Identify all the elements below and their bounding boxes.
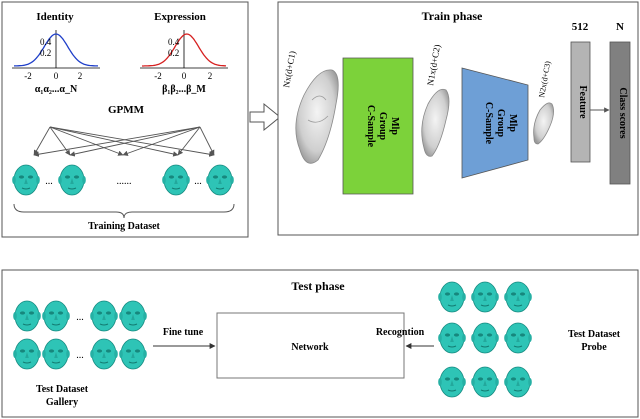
block-2-labels: Mlp Group C-Sample (483, 102, 518, 145)
identity-title: Identity (36, 11, 74, 23)
identity-params: α₁α₂...α_N (35, 84, 78, 95)
identity-tick-label: 0 (54, 71, 59, 81)
expression-tick-label: 0.2 (168, 48, 179, 58)
expression-tick-label: -2 (154, 71, 162, 81)
block-1-line: Group (377, 112, 388, 141)
identity-gaussian-curve (14, 33, 98, 67)
ellipsis: ... (45, 176, 53, 187)
gpmm-arrows (33, 126, 215, 157)
fine-tune-label: Fine tune (163, 327, 204, 338)
test-phase-title: Test phase (291, 279, 345, 293)
block-2-line: Group (495, 109, 506, 138)
intermediate-point-cloud-1 (421, 88, 450, 157)
network-label: Network (291, 342, 329, 353)
training-dataset-label: Training Dataset (88, 221, 160, 232)
ellipsis: ... (76, 312, 84, 323)
network-box (216, 312, 405, 379)
ellipsis: ... (194, 176, 202, 187)
block-1-line: C-Sample (365, 105, 376, 148)
expression-params: β₁β₂...β_M (162, 84, 206, 95)
class-scores-layer (609, 41, 631, 185)
gpmm-label: GPMM (108, 104, 145, 116)
expression-tick-label: 2 (208, 71, 213, 81)
expression-distribution-plot: 0.4 0.2 -2 0 2 (140, 30, 228, 81)
block-2-line: C-Sample (483, 102, 494, 145)
block-1-labels: Mlp Group C-Sample (365, 105, 400, 148)
probe-label-line-2: Probe (581, 342, 607, 353)
ellipsis: ...... (117, 176, 132, 187)
identity-tick-label: 2 (78, 71, 83, 81)
gallery-label-line-2: Gallery (46, 397, 78, 408)
identity-tick-label: -2 (24, 71, 32, 81)
train-phase-title: Train phase (422, 9, 483, 23)
block-2-line: Mlp (507, 114, 518, 132)
class-dim-label: N (616, 21, 624, 33)
mlp-group-csample-block-1 (342, 57, 414, 195)
identity-distribution-plot: 0.4 0.2 -2 0 2 (12, 30, 100, 81)
training-brace (13, 203, 235, 219)
identity-tick-label: 0.2 (40, 48, 51, 58)
gallery-label-line-1: Test Dataset (36, 384, 89, 395)
feature-dim-label: 512 (572, 21, 589, 33)
ellipsis: ... (76, 350, 84, 361)
expression-tick-label: 0.4 (168, 37, 180, 47)
block-1-line: Mlp (389, 117, 400, 135)
class-scores-label: Class scores (617, 87, 628, 138)
left-panel-frame (1, 1, 249, 238)
recognition-label: Recogntion (376, 327, 425, 338)
feature-label: Feature (577, 85, 588, 119)
intermediate-point-cloud-2 (533, 102, 554, 145)
feature-layer (570, 41, 591, 163)
expression-gaussian-curve (142, 33, 227, 67)
identity-tick-label: 0.4 (40, 37, 52, 47)
panel-transition-arrow (249, 102, 281, 132)
probe-label-line-1: Test Dataset (568, 329, 621, 340)
probe-faces (437, 281, 533, 398)
expression-tick-label: 0 (182, 71, 187, 81)
mlp-group-csample-block-2 (461, 67, 529, 179)
expression-title: Expression (154, 11, 206, 23)
input-point-cloud (295, 69, 339, 164)
